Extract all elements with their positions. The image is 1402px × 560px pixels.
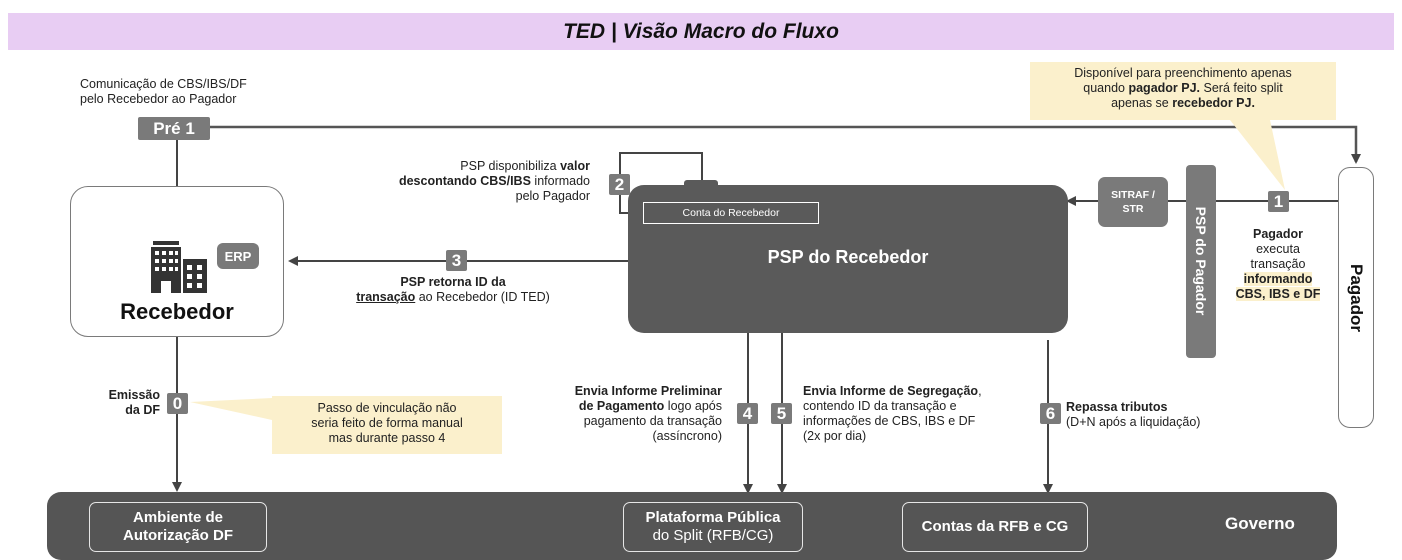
- step-3-badge: 3: [446, 250, 467, 271]
- pagador-box: Pagador: [1338, 167, 1374, 428]
- plataforma-publica-box: Plataforma Pública do Split (RFB/CG): [623, 502, 803, 552]
- building-icon: [151, 241, 207, 293]
- sitraf-str-box: SITRAF / STR: [1098, 177, 1168, 227]
- psp-pagador-label: PSP do Pagador: [1193, 206, 1209, 316]
- pagador-label: Pagador: [1347, 263, 1366, 333]
- step-2-badge: 2: [609, 174, 630, 195]
- contas-rfb-cg-box: Contas da RFB e CG: [902, 502, 1088, 552]
- ambiente-autorizacao-box: Ambiente de Autorização DF: [89, 502, 267, 552]
- page-title: TED | Visão Macro do Fluxo: [563, 19, 839, 43]
- pre-1-label: Pré 1: [138, 117, 210, 140]
- step-5-text: Envia Informe de Segregação, contendo ID…: [803, 384, 982, 443]
- psp-recebedor-box: Conta do Recebedor PSP do Recebedor: [628, 185, 1068, 333]
- step-4-text: Envia Informe Preliminar de Pagamento lo…: [574, 384, 722, 443]
- governo-bar: Ambiente de Autorização DF Plataforma Pú…: [47, 492, 1337, 560]
- step-0-note: Passo de vinculação não seria feito de f…: [272, 396, 502, 454]
- step-6-badge: 6: [1040, 403, 1061, 424]
- pre-note: Comunicação de CBS/IBS/DF pelo Recebedor…: [80, 77, 247, 106]
- psp-recebedor-tab: [684, 180, 718, 188]
- step-0-badge: 0: [167, 393, 188, 414]
- step-0-text: Emissão da DF: [108, 388, 160, 417]
- psp-pagador-box: PSP do Pagador: [1186, 165, 1216, 358]
- governo-label: Governo: [1225, 514, 1295, 533]
- step-3-text: PSP retorna ID da transação ao Recebedor…: [356, 275, 550, 304]
- step-1-badge: 1: [1268, 191, 1289, 212]
- top-note: Disponível para preenchimento apenas qua…: [1030, 62, 1336, 120]
- title-bar: TED | Visão Macro do Fluxo: [8, 13, 1394, 50]
- step-6-text: Repassa tributos (D+N após a liquidação): [1066, 400, 1201, 429]
- step-1-text: Pagador executa transação informando CBS…: [1235, 227, 1321, 301]
- step-2-text: PSP disponibiliza valor descontando CBS/…: [398, 159, 590, 203]
- step-5-badge: 5: [771, 403, 792, 424]
- conta-recebedor: Conta do Recebedor: [643, 202, 819, 224]
- step-4-badge: 4: [737, 403, 758, 424]
- recebedor-label: Recebedor: [120, 299, 234, 324]
- erp-badge: ERP: [217, 243, 259, 269]
- psp-recebedor-label: PSP do Recebedor: [767, 247, 929, 267]
- recebedor-box: Recebedor ERP: [70, 186, 284, 337]
